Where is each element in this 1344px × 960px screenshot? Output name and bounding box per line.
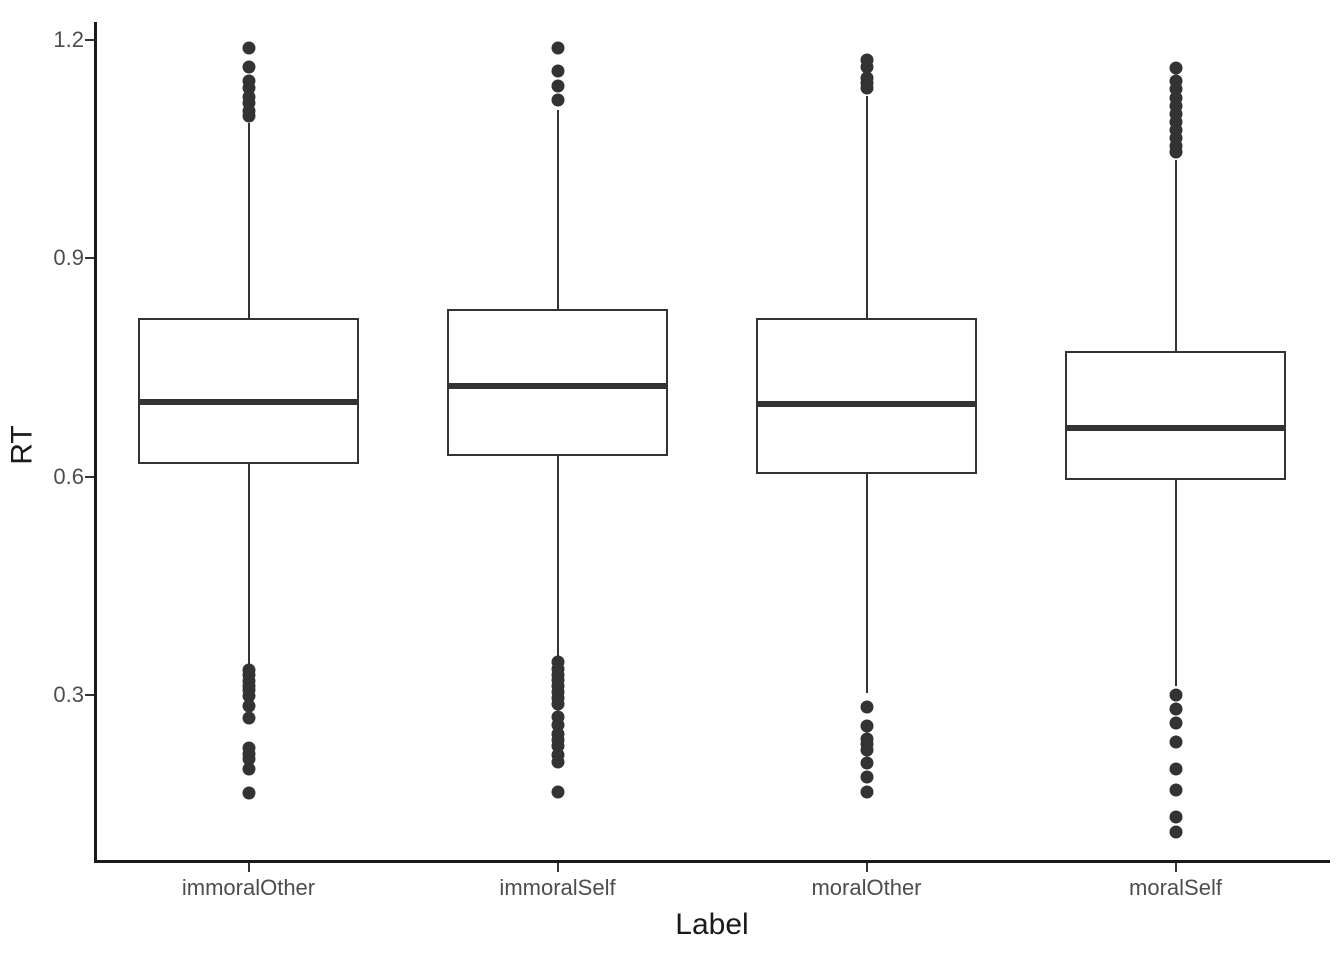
y-tick-label-text: 0.6 [53,463,84,489]
outlier-point [551,697,564,711]
outlier-point [860,81,873,95]
x-tick-mark [1174,863,1177,872]
outlier-point [860,719,873,733]
outlier-point [1169,145,1182,159]
outlier-point [551,41,564,55]
whisker-upper [556,109,559,309]
median-line [756,400,977,407]
box-iqr [756,318,977,475]
outlier-point [242,60,255,74]
median-line [138,399,359,406]
outlier-point [242,689,255,703]
whisker-upper [247,122,250,318]
outlier-point [551,785,564,799]
median-line [1065,424,1286,431]
x-axis-line [94,860,1330,863]
outlier-point [1169,702,1182,716]
outlier-point [860,756,873,770]
y-axis-line [94,22,97,863]
outlier-point [1169,762,1182,776]
whisker-lower [556,455,559,658]
boxplot-immoralOther [138,41,359,800]
box-iqr [138,318,359,465]
boxplot-moralOther [756,53,977,799]
outlier-point [242,699,255,713]
whisker-upper [865,96,868,318]
outlier-point [1169,735,1182,749]
outlier-point [1169,61,1182,75]
outlier-point [1169,825,1182,839]
x-tick-label-moralOther: moralOther [811,875,922,900]
y-tick-label-text: 0.9 [53,245,84,271]
outlier-point [242,41,255,55]
y-tick-label-text: 0.3 [53,682,84,707]
outlier-point [242,109,255,123]
outlier-point [242,786,255,800]
y-tick-label-text: 1.2 [53,27,84,52]
outlier-point [860,785,873,799]
y-tick-mark [85,39,94,41]
outlier-point [1169,810,1182,824]
outlier-point [1169,688,1182,702]
x-tick-label-immoralSelf: immoralSelf [499,875,616,900]
boxplot-immoralSelf [447,41,668,799]
outlier-point [1169,783,1182,797]
outlier-point [860,700,873,714]
outlier-point [242,762,255,775]
outlier-point [551,64,564,78]
x-tick-mark [865,863,868,872]
outlier-point [1169,716,1182,730]
whisker-lower [247,464,250,664]
outlier-point [860,743,873,757]
outlier-point [551,755,564,769]
x-axis-title: Label [675,908,749,941]
whisker-upper [1174,160,1177,351]
outlier-point [242,711,255,725]
whisker-lower [1174,480,1177,687]
x-tick-label-immoralOther: immoralOther [181,875,316,900]
boxplot-moralSelf [1065,61,1286,839]
outlier-point [551,79,564,93]
median-line [447,382,668,389]
outlier-point [551,93,564,107]
outlier-point [860,60,873,74]
box-iqr [447,308,668,456]
whisker-lower [865,474,868,693]
y-tick-mark [85,475,94,478]
y-tick-mark [85,257,94,260]
x-tick-label-moralSelf: moralSelf [1129,875,1222,900]
outlier-point [860,770,873,784]
x-tick-mark [556,863,559,872]
x-tick-mark [247,863,250,872]
y-tick-mark [85,694,94,696]
box-iqr [1065,350,1286,481]
